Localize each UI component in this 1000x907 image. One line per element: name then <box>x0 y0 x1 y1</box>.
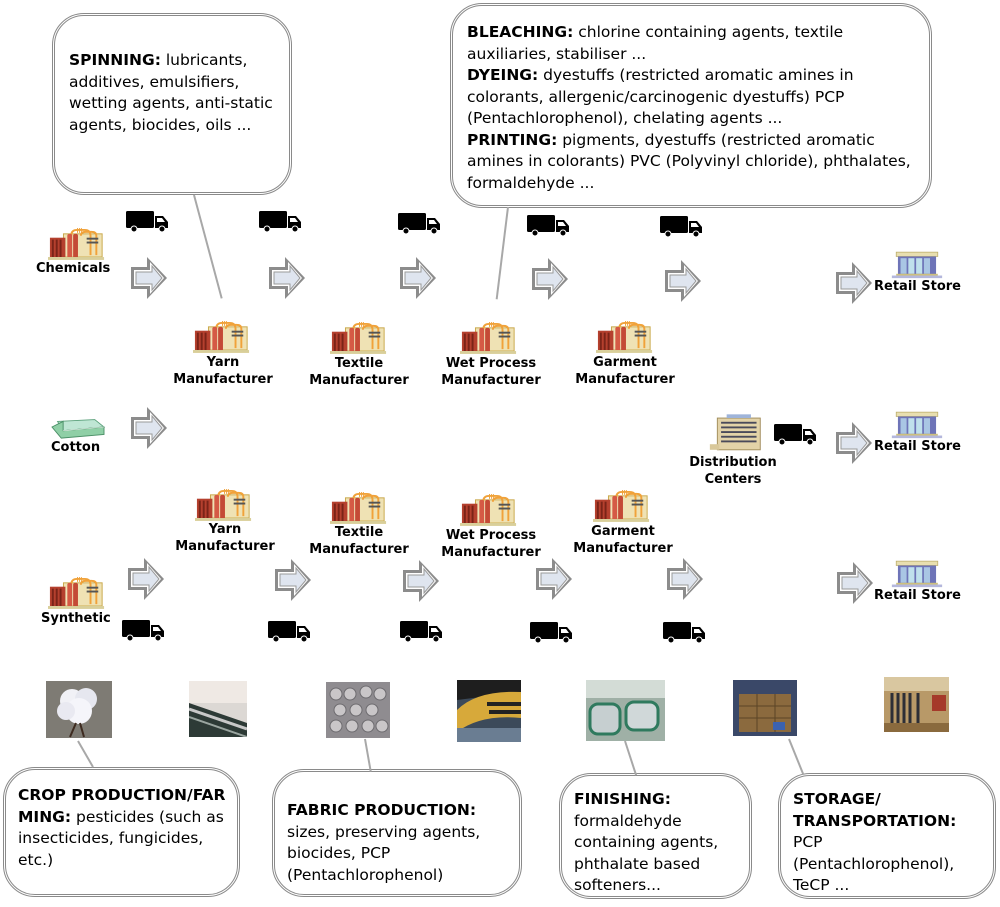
callout-text: dyestuffs (restricted aromatic amines in… <box>467 66 854 127</box>
warehouse-photo <box>733 680 797 736</box>
truck-icon <box>527 215 571 237</box>
leader-line-wet <box>495 206 509 300</box>
node-yarn-top: Yarn Manufacturer <box>173 355 273 387</box>
callout-wet-processing: BLEACHING: chlorine containing agents, t… <box>450 3 932 208</box>
truck-icon <box>660 216 704 238</box>
flow-arrow-icon <box>129 255 169 301</box>
cotton-field-icon <box>48 414 108 440</box>
truck-icon <box>774 424 818 446</box>
flow-arrow-icon <box>129 405 169 451</box>
callout-title: PRINTING: <box>467 130 558 149</box>
callout-text: sizes, preserving agents, biocides, PCP … <box>287 822 481 884</box>
factory-icon <box>195 487 253 522</box>
callout-title: BLEACHING: <box>467 23 574 41</box>
node-synthetic: Synthetic <box>41 611 111 626</box>
spinning-photo <box>189 681 247 737</box>
node-yarn-bottom: Yarn Manufacturer <box>175 522 275 554</box>
node-garment-bottom: Garment Manufacturer <box>573 524 673 556</box>
truck-icon <box>126 211 170 233</box>
truck-icon <box>663 622 707 644</box>
finishing-photo <box>586 680 665 741</box>
truck-icon <box>268 621 312 643</box>
flow-arrow-icon <box>834 260 874 306</box>
factory-icon <box>193 319 251 354</box>
callout-fabric: FABRIC PRODUCTION: sizes, preserving age… <box>272 769 522 897</box>
node-textile-top: Textile Manufacturer <box>309 356 409 388</box>
node-retail-1: Retail Store <box>874 279 961 294</box>
factory-icon <box>460 320 518 355</box>
truck-icon <box>122 620 166 642</box>
truck-icon <box>398 213 442 235</box>
node-chemicals: Chemicals <box>36 261 111 276</box>
retail-store-icon <box>891 250 943 282</box>
leader-line-finishing <box>624 740 638 776</box>
flow-arrow-icon <box>267 255 307 301</box>
callout-spinning: SPINNING: lubricants, additives, emulsif… <box>52 13 292 195</box>
flow-arrow-icon <box>835 560 875 606</box>
leader-line-fabric <box>364 738 372 772</box>
cotton-boll-photo <box>46 681 112 738</box>
callout-text: lubricants, additives, emulsifiers, wett… <box>69 51 273 134</box>
flow-arrow-icon <box>534 556 574 602</box>
flow-arrow-icon <box>834 420 874 466</box>
factory-icon <box>460 492 518 527</box>
factory-icon <box>48 575 106 610</box>
callout-storage: STORAGE/ TRANSPORTATION: PCP (Pentachlor… <box>778 773 996 899</box>
retail-store-icon <box>891 410 943 442</box>
node-wet-top: Wet Process Manufacturer <box>441 356 541 388</box>
flow-arrow-icon <box>273 557 313 603</box>
callout-title: SPINNING: <box>69 51 161 69</box>
callout-finishing: FINISHING: formaldehyde containing agent… <box>559 773 752 899</box>
node-retail-2: Retail Store <box>874 439 961 454</box>
node-wet-bottom: Wet Process Manufacturer <box>441 528 541 560</box>
callout-text: PCP (Pentachlorophenol), TeCP ... <box>793 833 955 894</box>
callout-title: CROP PRODUCTION/FARMING: <box>18 786 226 826</box>
node-retail-3: Retail Store <box>874 588 961 603</box>
callout-text: formaldehyde containing agents, phthalat… <box>574 811 719 895</box>
callout-crop: CROP PRODUCTION/FARMING: pesticides (suc… <box>3 767 240 897</box>
truck-icon <box>400 621 444 643</box>
dyeing-photo <box>457 680 521 742</box>
callout-text: chlorine containing agents, textile auxi… <box>467 23 844 63</box>
retail-store-icon <box>891 559 943 591</box>
callout-title: FABRIC PRODUCTION: <box>287 801 477 819</box>
flow-arrow-icon <box>126 556 166 602</box>
truck-icon <box>530 622 574 644</box>
factory-icon <box>330 320 388 355</box>
store-photo <box>884 677 949 732</box>
flow-arrow-icon <box>401 558 441 604</box>
distribution-building-icon <box>708 412 764 454</box>
flow-arrow-icon <box>530 256 570 302</box>
node-distribution: Distribution Centers <box>689 455 777 487</box>
leader-line-storage <box>788 738 805 775</box>
node-textile-bottom: Textile Manufacturer <box>309 525 409 557</box>
fabric-rolls-photo <box>326 682 390 738</box>
flow-arrow-icon <box>663 258 703 304</box>
callout-title: FINISHING: <box>574 790 671 808</box>
leader-line-crop <box>77 740 94 768</box>
truck-icon <box>259 211 303 233</box>
node-cotton: Cotton <box>51 440 101 455</box>
factory-icon <box>330 490 388 525</box>
node-garment-top: Garment Manufacturer <box>575 355 675 387</box>
callout-text: pigments, dyestuffs (restricted aromatic… <box>467 130 911 192</box>
leader-line-spinning <box>193 194 223 299</box>
callout-title: DYEING: <box>467 66 539 84</box>
callout-text: pesticides (such as insecticides, fungic… <box>18 807 224 869</box>
factory-icon <box>596 319 654 354</box>
flow-arrow-icon <box>665 556 705 602</box>
callout-title: STORAGE/ TRANSPORTATION: <box>793 790 957 830</box>
factory-icon <box>48 226 106 261</box>
flow-arrow-icon <box>398 255 438 301</box>
factory-icon <box>593 488 651 523</box>
